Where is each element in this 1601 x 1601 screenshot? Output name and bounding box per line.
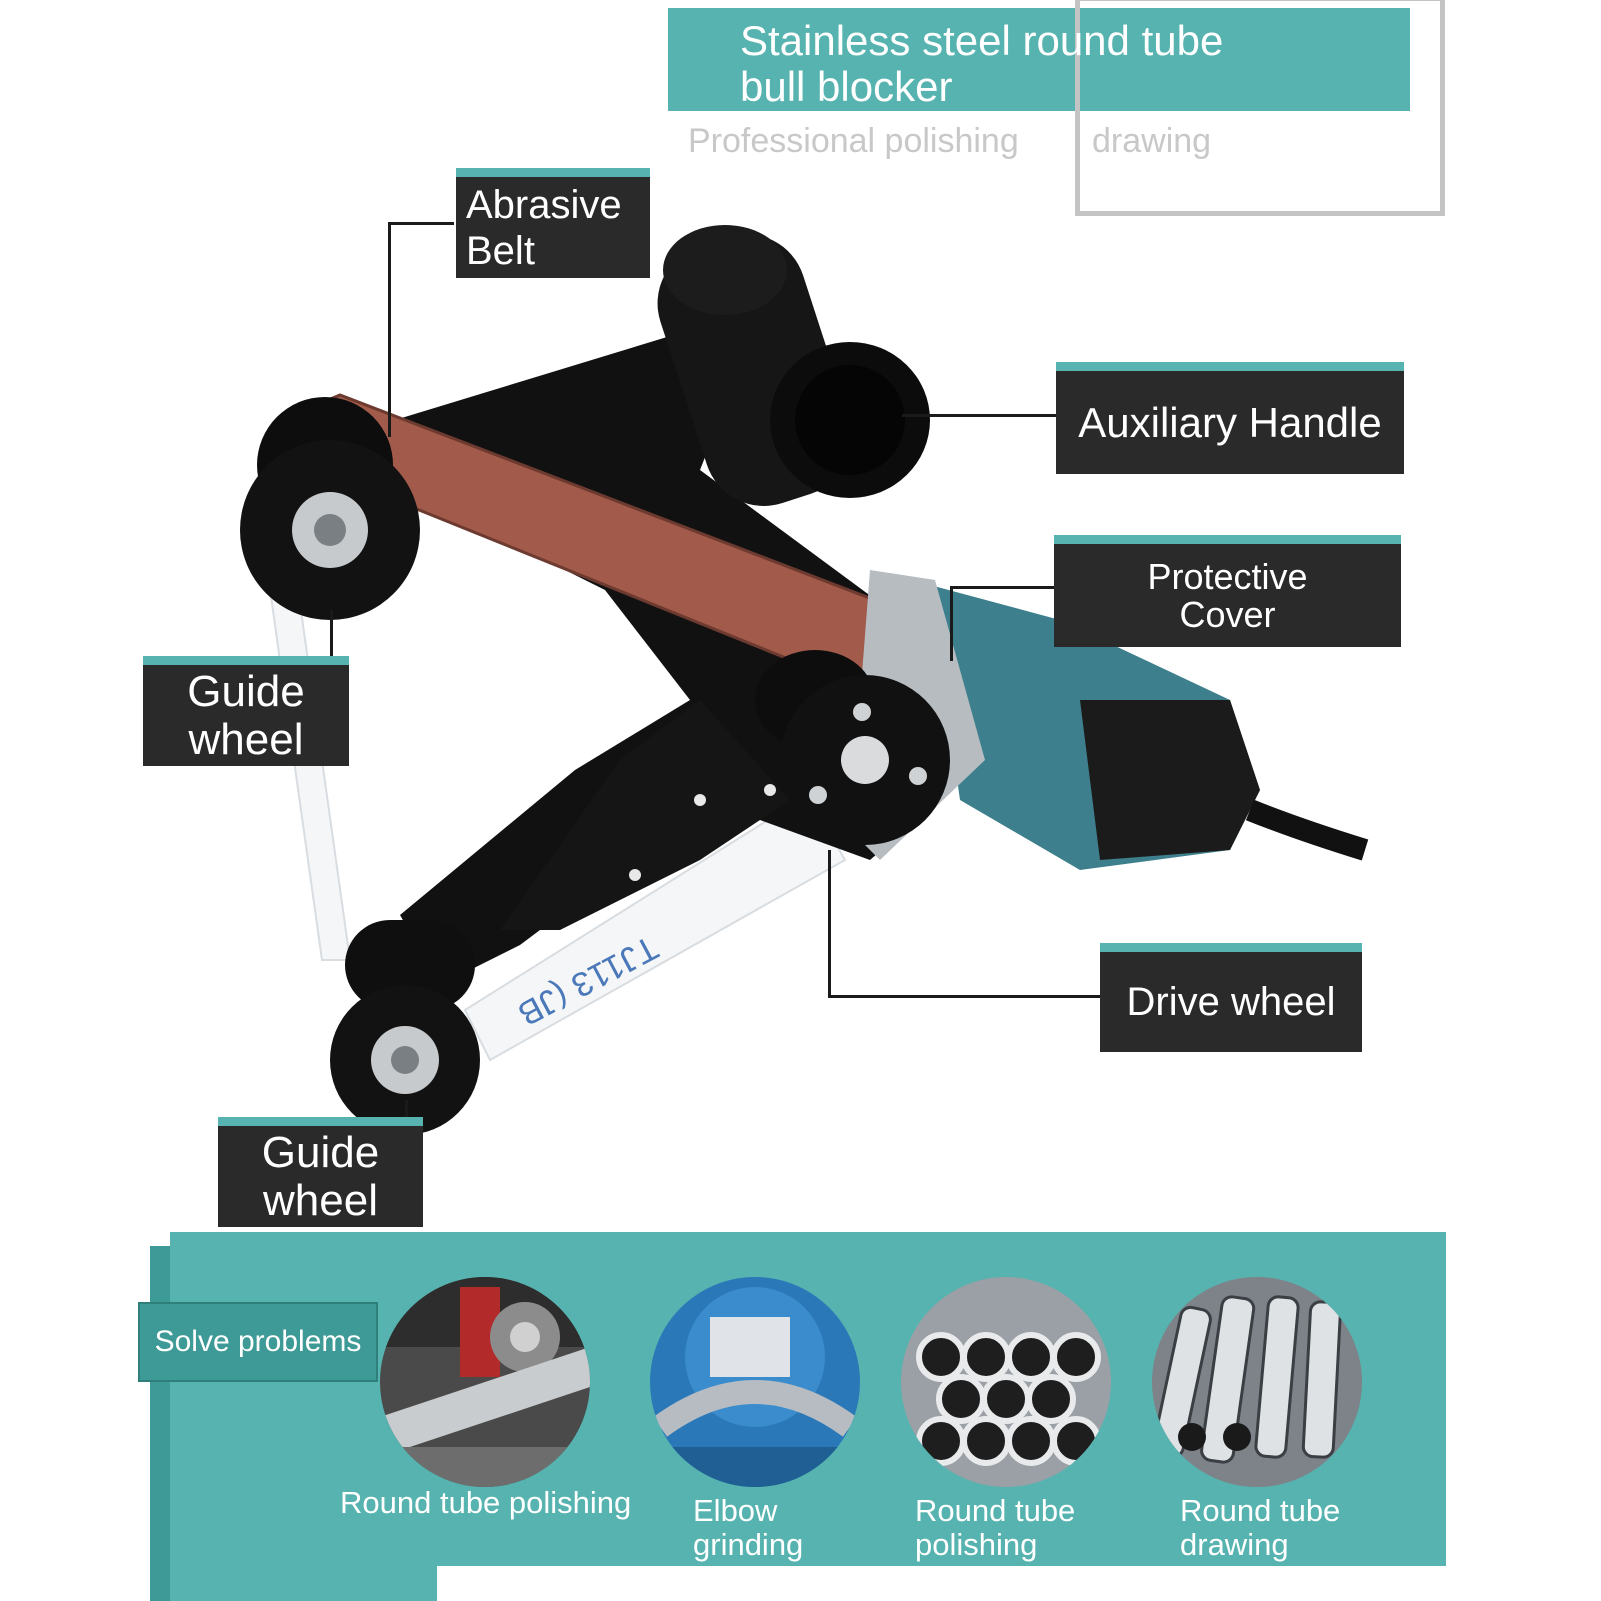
callout-protective-cover: Protective Cover [1054, 535, 1401, 647]
application-caption-3: Round tube polishing [915, 1493, 1076, 1562]
leader-abrasive-belt-h [388, 222, 454, 225]
application-caption-2: Elbow grinding [693, 1493, 804, 1562]
leader-guide-wheel-top [330, 610, 333, 658]
elbow-grinding-photo [650, 1277, 860, 1487]
application-caption-1: Round tube polishing [340, 1485, 632, 1520]
decorative-frame [1075, 0, 1445, 216]
subtitle-right: drawing [1092, 122, 1212, 160]
leader-guide-wheel-bottom [405, 1100, 408, 1118]
callout-abrasive-belt: Abrasive Belt [456, 168, 650, 278]
frame-rivet [694, 794, 706, 806]
guide-wheel-bottom-hub [391, 1046, 419, 1074]
title-banner [668, 8, 1410, 111]
handle-end-inner [795, 365, 905, 475]
application-image-3 [901, 1277, 1111, 1487]
machine-polishing-photo [380, 1277, 590, 1487]
motor-rear-grip [1080, 700, 1260, 860]
leader-drive-wheel-h [828, 995, 1100, 998]
leader-drive-wheel-v [828, 850, 831, 998]
frame-lower-arm [500, 700, 790, 930]
leader-protective-cover-v [950, 586, 953, 661]
guide-wheel-top-hub [314, 514, 346, 546]
application-image-2 [650, 1277, 860, 1487]
application-caption-4: Round tube drawing [1180, 1493, 1341, 1562]
drive-wheel-hub [841, 736, 889, 784]
application-image-1 [380, 1277, 590, 1487]
drive-wheel-bolt [853, 703, 871, 721]
leader-protective-cover-h [950, 586, 1054, 589]
frame-rivet [764, 784, 776, 796]
belt-paper-left [266, 574, 352, 961]
callout-drive-wheel: Drive wheel [1100, 943, 1362, 1052]
power-cord [1245, 799, 1369, 861]
leader-auxiliary-handle [902, 414, 1056, 417]
drive-wheel-bolt [909, 767, 927, 785]
tube-drawing-photo [1152, 1277, 1362, 1487]
application-image-4 [1152, 1277, 1362, 1487]
handle-top-cap [663, 225, 787, 315]
callout-auxiliary-handle: Auxiliary Handle [1056, 362, 1404, 474]
title-line-1: Stainless steel round tube [740, 17, 1224, 64]
frame-rivet [629, 869, 641, 881]
callout-guide-wheel-bottom: Guide wheel [218, 1117, 423, 1227]
belt-paper-right [463, 793, 847, 1062]
drive-wheel-bolt [809, 786, 827, 804]
solve-problems-tag: Solve problems [138, 1302, 378, 1382]
page-title: Stainless steel round tube bull blocker [740, 18, 1400, 110]
title-line-2: bull blocker [740, 63, 953, 110]
guide-wheel-bottom-back [345, 920, 475, 1010]
tube-bundle-photo [901, 1277, 1111, 1487]
subtitle-left: Professional polishing [688, 122, 1019, 160]
callout-guide-wheel-top: Guide wheel [143, 656, 349, 766]
leader-abrasive-belt-v [388, 222, 391, 437]
band-left-edge [150, 1246, 170, 1601]
